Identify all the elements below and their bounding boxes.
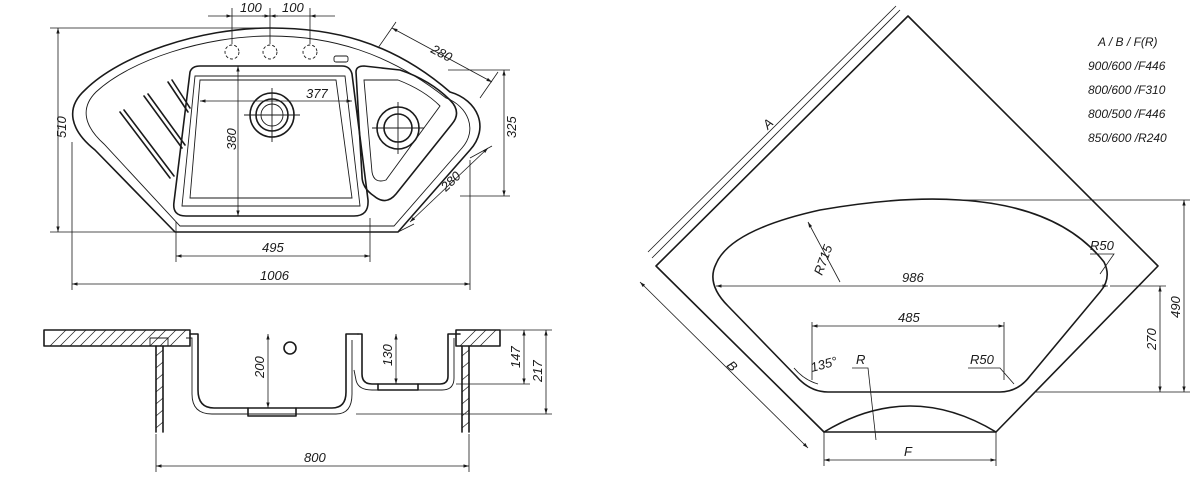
r50-top-leader — [1090, 253, 1115, 275]
dim-270 — [1110, 285, 1166, 392]
dim-label-800: 800 — [304, 450, 326, 465]
small-bowl-outline — [355, 65, 458, 202]
dim-label-130: 130 — [380, 344, 395, 366]
drainboard-grooves — [119, 79, 191, 179]
top-view: 100 100 280 280 325 510 377 380 — [50, 0, 519, 290]
main-bowl-outline — [172, 65, 369, 217]
size-table-row: 800/500 /F446 — [1088, 107, 1166, 121]
dim-a — [647, 5, 901, 259]
corner-view: A B F 986 485 R715 R50 R50 — [639, 5, 1190, 466]
label-485: 485 — [898, 310, 920, 325]
side-view: 200 130 147 217 800 — [43, 329, 552, 472]
angle-arc — [793, 367, 819, 385]
front-arc — [823, 405, 997, 433]
label-135: 135° — [809, 353, 839, 374]
dim-total-width — [71, 142, 471, 290]
cabinet-wall-left — [155, 345, 164, 433]
dim-label-380: 380 — [224, 128, 239, 150]
dim-label-100-b: 100 — [282, 0, 304, 15]
label-r50-top: R50 — [1090, 238, 1115, 253]
dim-side-280-top — [377, 21, 499, 99]
dim-cabinet-width — [155, 434, 470, 472]
dim-height-147 — [456, 329, 530, 385]
tap-holes — [224, 44, 349, 63]
main-bowl-inner — [189, 79, 353, 199]
label-a: A — [759, 115, 776, 132]
label-270: 270 — [1144, 328, 1159, 351]
size-table: A / B / F(R) 900/600 /F446 800/600 /F310… — [1088, 35, 1167, 145]
label-490: 490 — [1168, 296, 1183, 318]
label-r715: R715 — [811, 242, 836, 277]
countertop-right — [455, 329, 501, 347]
dim-main-bowl-bottom — [175, 218, 371, 262]
main-drain-stub — [247, 407, 297, 417]
label-b: B — [724, 358, 741, 375]
dim-490 — [956, 199, 1190, 393]
dim-label-495: 495 — [262, 240, 284, 255]
label-f: F — [904, 444, 913, 459]
main-drain — [244, 88, 300, 142]
small-drain — [372, 102, 424, 154]
cabinet-wall-right — [461, 345, 470, 433]
size-table-row: 900/600 /F446 — [1088, 59, 1166, 73]
r-leader — [852, 367, 877, 441]
r50-bottom-leader — [968, 367, 1015, 385]
dim-total-depth — [50, 27, 270, 233]
label-r50-bottom: R50 — [970, 352, 995, 367]
small-bowl-section — [357, 333, 461, 385]
corner-cabinet-outline — [655, 15, 1159, 433]
main-bowl-section — [189, 333, 359, 409]
dim-side-280-bottom — [397, 145, 493, 233]
small-drain-stub — [377, 383, 419, 391]
dim-485 — [811, 322, 1005, 380]
dim-label-377: 377 — [306, 86, 328, 101]
dim-label-200: 200 — [252, 356, 267, 379]
dim-small-bowl-depth — [448, 69, 510, 197]
dim-f — [823, 432, 997, 466]
dim-height-217 — [356, 329, 552, 415]
r715-leader — [807, 221, 841, 283]
overflow-hole — [283, 341, 297, 355]
dim-b — [639, 281, 809, 449]
label-r: R — [856, 352, 865, 367]
dim-label-100-a: 100 — [240, 0, 262, 15]
dim-label-1006: 1006 — [260, 268, 290, 283]
countertop-left — [43, 329, 191, 347]
size-table-row: 850/600 /R240 — [1088, 131, 1167, 145]
dim-label-147: 147 — [508, 346, 523, 368]
size-table-header: A / B / F(R) — [1097, 35, 1158, 49]
size-table-row: 800/600 /F310 — [1088, 83, 1166, 97]
dim-label-325: 325 — [504, 116, 519, 138]
dim-label-280-top: 280 — [428, 41, 456, 65]
dim-hole-spacing — [208, 8, 335, 44]
sink-cutout-outline — [712, 198, 1108, 393]
dim-label-217: 217 — [530, 360, 545, 383]
label-986: 986 — [902, 270, 924, 285]
dim-label-510: 510 — [54, 116, 69, 138]
